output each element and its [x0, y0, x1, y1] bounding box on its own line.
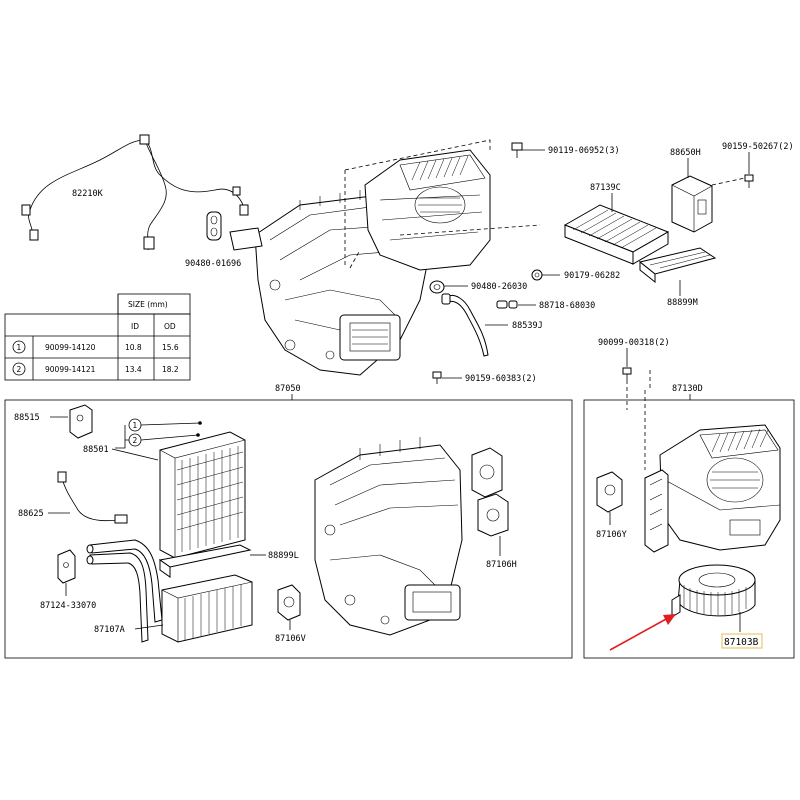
grommet-icon: [429, 280, 445, 294]
screw-right-icon: [622, 367, 632, 380]
heater-pipes: [86, 539, 163, 643]
highlight-box: [721, 633, 763, 649]
actuator-v: [277, 584, 301, 621]
label-87106V: 87106V: [275, 634, 306, 644]
actuator-h: [471, 447, 509, 537]
label-90099-00318: 90099-00318(2): [598, 338, 670, 348]
size-table-row1-id: 10.8: [125, 343, 142, 352]
highlight-arrow: [609, 614, 676, 651]
clip-part: [206, 211, 222, 241]
label-90119-06952: 90119-06952(3): [548, 146, 620, 156]
screw-icon: [744, 174, 754, 188]
label-88515: 88515: [14, 413, 40, 423]
label-87130D: 87130D: [672, 384, 703, 394]
label-82210K: 82210K: [72, 189, 104, 199]
label-88899L: 88899L: [268, 551, 299, 561]
part-87124: [57, 549, 76, 584]
subassembly-box-left: [4, 399, 573, 659]
filter-cover: [638, 247, 717, 284]
label-87139C: 87139C: [590, 183, 621, 193]
label-87124-33070: 87124-33070: [40, 601, 96, 611]
label-90480-26030: 90480-26030: [471, 282, 527, 292]
control-unit: [671, 175, 713, 233]
hvac-case-lower: [314, 437, 463, 636]
size-table-col-id: ID: [131, 322, 139, 331]
size-table: SIZE (mm) ID OD 1 90099-14120 10.8 15.6 …: [4, 293, 191, 381]
callout-1-text: 1: [133, 421, 138, 430]
label-88899M: 88899M: [667, 298, 698, 308]
drain-hose: [441, 293, 489, 357]
size-table-row2-id: 13.4: [125, 365, 142, 374]
size-table-row1-no: 1: [17, 343, 22, 352]
label-87107A: 87107A: [94, 625, 125, 635]
label-88539J: 88539J: [512, 321, 543, 331]
label-88718-68030: 88718-68030: [539, 301, 595, 311]
foam-strip: [158, 544, 252, 578]
size-table-row2-od: 18.2: [162, 365, 179, 374]
cabin-filter: [563, 204, 670, 265]
label-87106H: 87106H: [486, 560, 517, 570]
label-90159-60383: 90159-60383(2): [465, 374, 537, 384]
label-87106Y: 87106Y: [596, 530, 627, 540]
sensor-part: [57, 471, 128, 524]
label-90480-01696: 90480-01696: [185, 259, 241, 269]
label-88625: 88625: [18, 509, 44, 519]
subassembly-box-right: [583, 399, 795, 659]
screw-bottom-icon: [432, 371, 442, 384]
wire-harness: [21, 134, 249, 251]
part-88515: [69, 404, 93, 439]
callout-2-text: 2: [133, 436, 138, 445]
label-88501: 88501: [83, 445, 109, 455]
evaporator-core: [159, 431, 246, 559]
blower-frame: [644, 469, 669, 553]
size-table-header: SIZE (mm): [128, 300, 168, 309]
size-table-row1-od: 15.6: [162, 343, 179, 352]
blower-housing: [659, 424, 781, 551]
blower-motor: [671, 564, 756, 618]
nut-icon: [531, 269, 543, 281]
hvac-case-top: [229, 149, 491, 376]
label-90179-06282: 90179-06282: [564, 271, 620, 281]
clamp-icon: [496, 300, 518, 309]
size-table-row2-part: 90099-14121: [45, 365, 96, 374]
label-87103B: 87103B: [724, 637, 759, 648]
size-table-col-od: OD: [164, 322, 176, 331]
size-table-row2-no: 2: [17, 365, 22, 374]
label-88650H: 88650H: [670, 148, 701, 158]
label-87050: 87050: [275, 384, 301, 394]
actuator-y: [596, 471, 623, 513]
heater-core: [161, 574, 253, 643]
label-90159-50267: 90159-50267(2): [722, 142, 794, 152]
bolt-icon: [511, 142, 523, 158]
size-table-row1-part: 90099-14120: [45, 343, 96, 352]
